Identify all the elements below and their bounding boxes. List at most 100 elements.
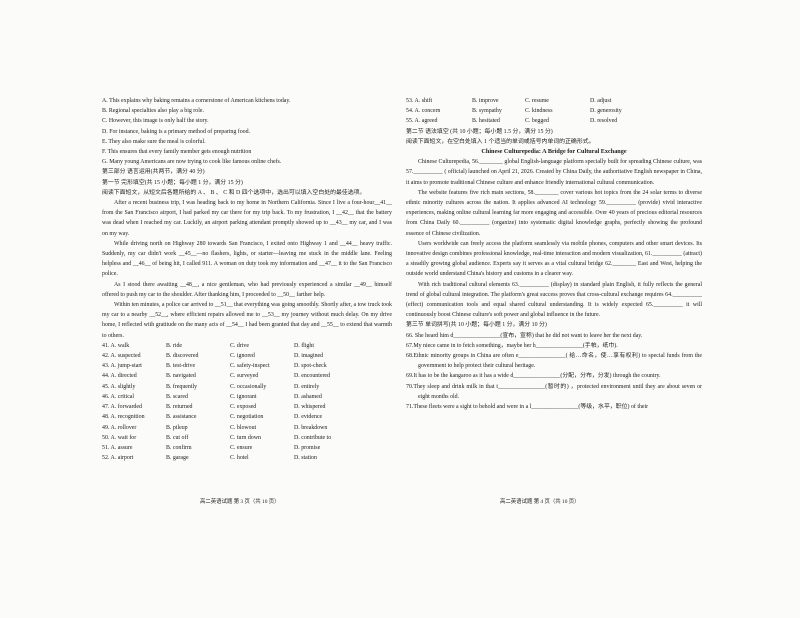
choice-c: C. blowout — [230, 424, 257, 431]
choice-c: C. kindness — [525, 108, 553, 115]
cloze-paragraph: While driving north on Highway 280 towar… — [102, 240, 392, 278]
choice-a: 43. A. jump-start — [102, 363, 142, 370]
choice-c: C. ignorant — [230, 393, 257, 400]
choice-d: D. resolved — [590, 118, 618, 125]
option-line: G. Many young Americans are now trying t… — [102, 159, 282, 166]
choice-c: C. drive — [230, 342, 249, 349]
choice-c: C. ignored — [230, 353, 255, 360]
cloze-paragraph: Within ten minutes, a police car arrived… — [102, 302, 392, 339]
choice-b: B. discovered — [166, 353, 199, 360]
option-line: B. Regional specialties also play a big … — [102, 108, 204, 115]
choice-a: 45. A. slightly — [102, 383, 136, 390]
choice-b: B. ride — [166, 342, 183, 349]
grammar-passage: Chinese Culturepedia, 56.________ global… — [406, 157, 702, 320]
choice-d: D. evidence — [294, 414, 323, 421]
choice-b: B. hesitated — [472, 118, 500, 125]
spelling-item: 71.These fleets were a sight to behold a… — [406, 404, 649, 411]
choice-a: 47. A. forwarded — [102, 404, 142, 411]
choice-c: C. resume — [525, 98, 549, 104]
choice-row: 55. A. agreed B. hesitated C. begged D. res… — [406, 116, 702, 126]
right-page: 53. A. shift B. improve C. resume D. adjust… — [406, 96, 702, 412]
choice-a: 41. A. walk — [102, 342, 130, 349]
choice-b: B. confirm — [166, 444, 192, 451]
choice-c: C. occasionally — [230, 383, 267, 390]
section2-instructions: 阅读下面短文，在空白处填入 1 个适当的单词或括号内单词的正确形式。 — [406, 138, 595, 145]
choice-d: D. ashamed — [294, 393, 322, 400]
option-line: A. This explains why baking remains a co… — [102, 98, 291, 104]
choice-a: 50. A. wait for — [102, 434, 137, 441]
choice-c: C. begged — [525, 118, 549, 125]
cloze-passage: After a recent business trip, I was head… — [102, 198, 392, 341]
choice-d: D. imagined — [294, 353, 324, 360]
grammar-paragraph: Users worldwide can freely access the pl… — [406, 240, 702, 278]
choice-b: B. garage — [166, 455, 189, 462]
choice-row: 52. A. airport B. garage C. hotel D. statio… — [102, 453, 392, 463]
spelling-item: 66. She heard him d________________(宣布，宣… — [406, 332, 643, 339]
passage-title: Chinese Culturepedia: A Bridge for Cultu… — [481, 148, 627, 156]
choice-b: B. assistance — [166, 414, 197, 421]
choice-row: 44. A. directed B. navigated C. surveyed D.… — [102, 371, 392, 381]
choice-c: C. surveyed — [230, 373, 259, 380]
choice-a: 54. A. concern — [406, 108, 441, 115]
choice-c: C. safety-inspect — [230, 363, 270, 370]
spelling-questions: 66. She heard him d________________(宣布，宣… — [406, 331, 702, 413]
choice-d: D. flight — [294, 342, 314, 349]
spelling-item: 69.It has to be the kangaroo as it has a… — [406, 373, 661, 380]
choice-d: D. whispered — [294, 404, 326, 411]
choice-c: C. hotel — [230, 455, 249, 462]
choice-d: D. encountered — [294, 373, 330, 380]
choice-a: 52. A. airport — [102, 455, 134, 462]
choice-b: B. cut off — [166, 434, 189, 441]
cloze-paragraph: As I stood there awaiting __48__, a nice… — [102, 281, 392, 298]
choice-a: 55. A. agreed — [406, 118, 438, 125]
cloze-paragraph: After a recent business trip, I was head… — [102, 200, 392, 237]
choice-b: B. scared — [166, 393, 188, 400]
choice-c: C. negotiation — [230, 414, 264, 421]
choice-a: 44. A. directed — [102, 373, 137, 380]
choice-d: D. generosity — [590, 108, 622, 115]
choice-row: 53. A. shift B. improve C. resume D. adjust — [406, 96, 702, 106]
choice-a: 53. A. shift — [406, 98, 433, 104]
choice-b: B. navigated — [166, 373, 196, 380]
section2-heading: 第二节 语法填空 (共 10 小题；每小题 1.5 分，满分 15 分) — [406, 128, 553, 135]
choice-a: 49. A. rollover — [102, 424, 137, 431]
choice-c: C. exposed — [230, 404, 257, 411]
grammar-paragraph: Chinese Culturepedia, 56.________ global… — [406, 159, 702, 186]
grammar-paragraph: With rich traditional cultural elements … — [406, 281, 702, 319]
option-line: E. They also make sure the meal is color… — [102, 138, 206, 145]
spelling-item: 70.They sleep and drink milk in that t__… — [406, 383, 702, 400]
choice-b: B. frequently — [166, 383, 198, 390]
choice-b: B. pileup — [166, 424, 188, 431]
choice-b: B. improve — [472, 98, 499, 104]
choice-row: 49. A. rollover B. pileup C. blowout D. bre… — [102, 423, 392, 433]
choice-d: D. spot-check — [294, 363, 327, 370]
choice-d: D. station — [294, 455, 317, 462]
choice-b: B. test-drive — [166, 363, 196, 370]
choice-row: 45. A. slightly B. frequently C. occasiona… — [102, 382, 392, 392]
seven-choose-five-options: A. This explains why baking remains a co… — [102, 96, 392, 167]
page-footer-right: 高二英语试题 第 4 页（共 10 页） — [500, 499, 580, 505]
choice-d: D. adjust — [590, 98, 612, 104]
spelling-item: 67.My niece came in to fetch something，m… — [406, 342, 618, 349]
section3-heading: 第三节 单词拼写(共 10 小题；每小题 1 分，满分 10 分) — [406, 322, 547, 329]
choice-b: B. returned — [166, 404, 193, 411]
part3-heading: 第三部分 语言运用(共两节，满分 40 分) — [102, 169, 205, 176]
choice-d: D. entirely — [294, 383, 320, 390]
choice-row: 47. A. forwarded B. returned C. exposed D. … — [102, 402, 392, 412]
choice-c: C. turn down — [230, 434, 261, 441]
choice-row: 41. A. walk B. ride C. drive D. flight — [102, 341, 392, 351]
section1-instructions: 阅读下面短文，从短文后各题所给的 A 、 B 、 C 和 D 四个选项中，选出可… — [102, 189, 366, 196]
choice-d: D. breakdown — [294, 424, 328, 431]
left-page: A. This explains why baking remains a co… — [102, 96, 392, 463]
cloze-choices-continued: 53. A. shift B. improve C. resume D. adjust… — [406, 96, 702, 127]
section1-heading: 第一节 完形填空(共 15 小题；每小题 1 分，满分 15 分) — [102, 179, 243, 186]
grammar-paragraph: The website features five rich main sect… — [406, 189, 702, 237]
choice-c: C. ensure — [230, 444, 253, 451]
